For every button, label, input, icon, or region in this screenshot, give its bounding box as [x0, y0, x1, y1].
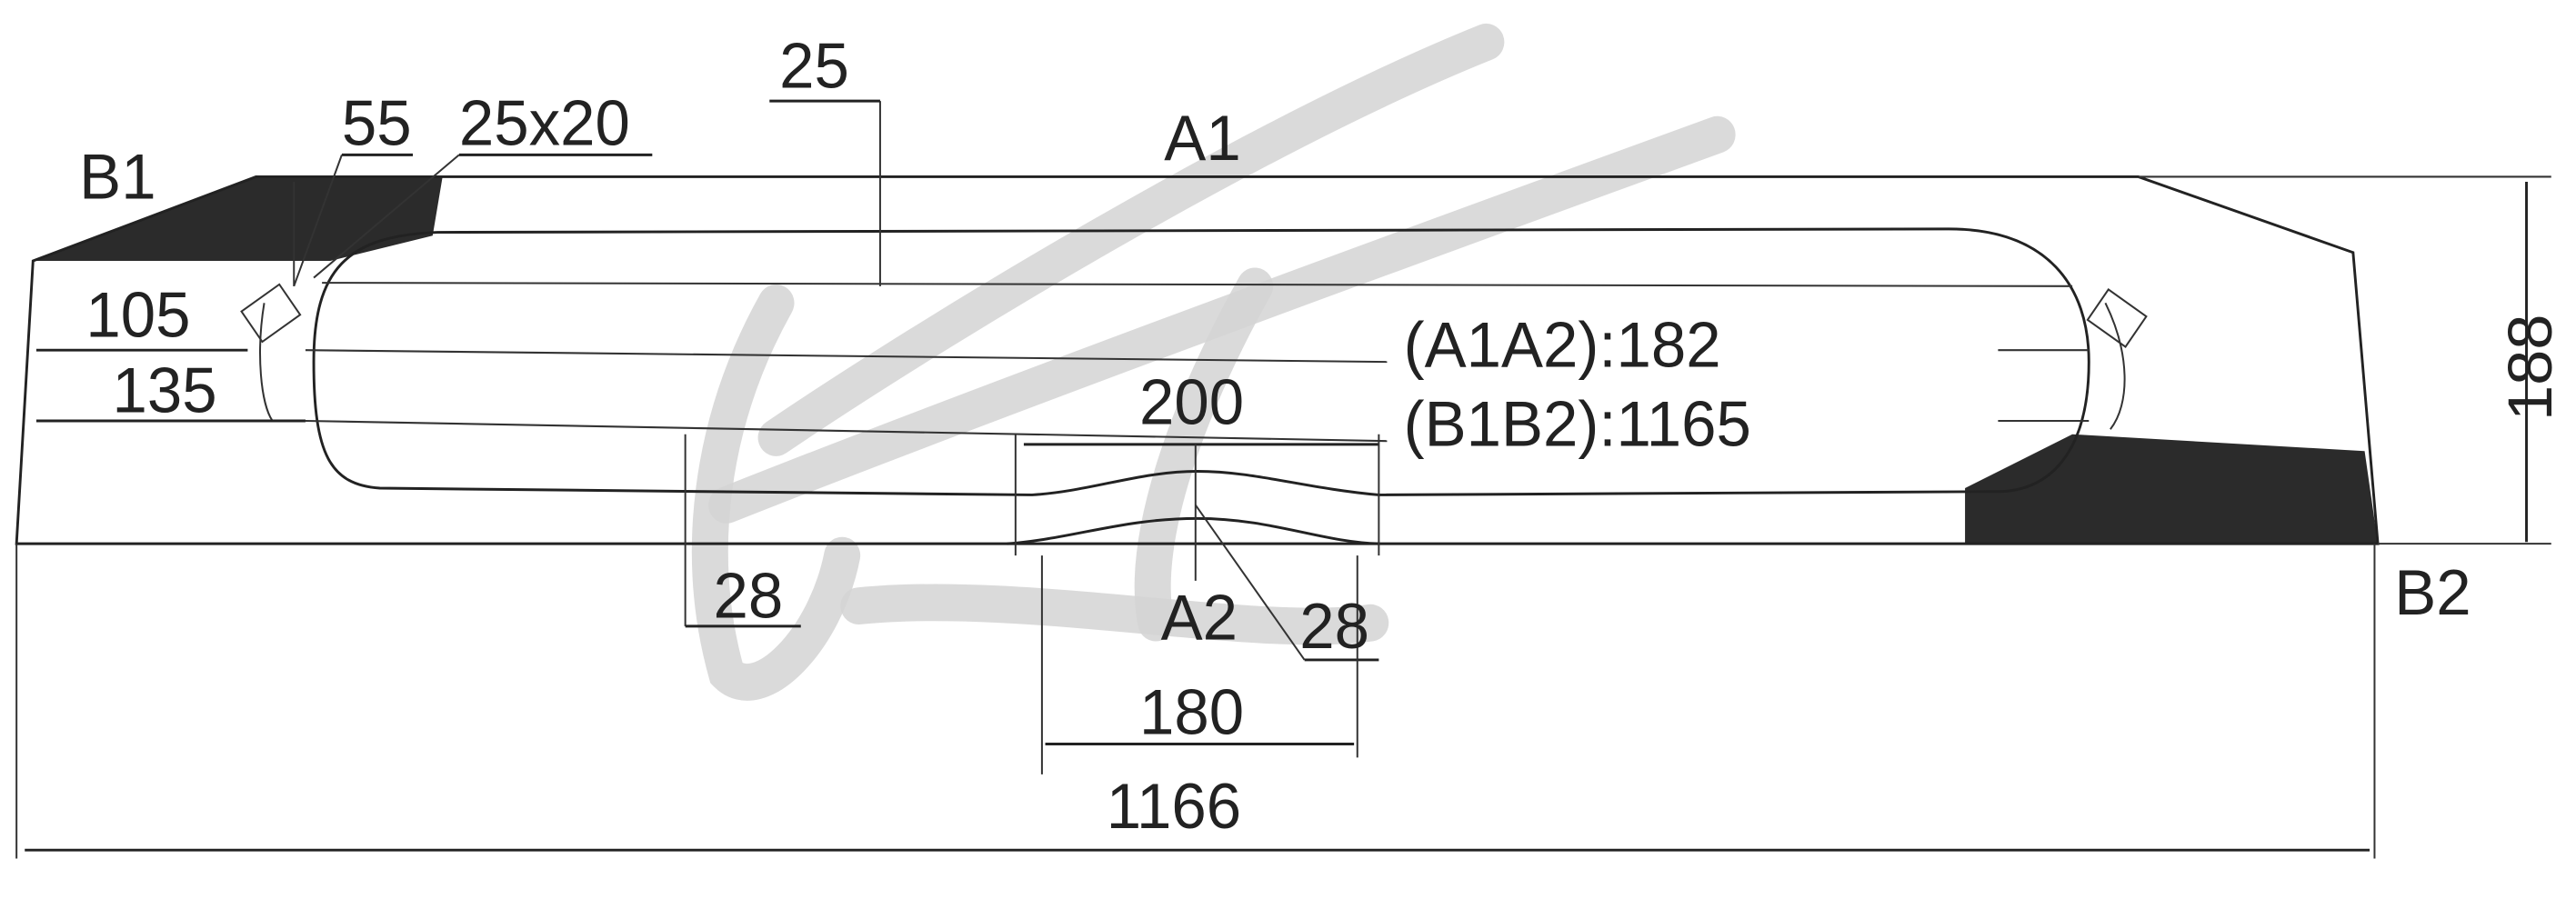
dim-25x20: 25x20: [459, 87, 630, 159]
dim-188: 188: [2494, 315, 2564, 421]
sensor-bracket-left-icon: [240, 283, 302, 344]
label-b2: B2: [2394, 556, 2471, 628]
label-b1: B1: [79, 141, 155, 213]
dim-1166: 1166: [1107, 770, 1241, 842]
dim-28-right: 28: [1299, 590, 1369, 662]
dim-25: 25: [779, 30, 849, 102]
tint-band-top-left: [33, 176, 443, 262]
dim-105: 105: [85, 279, 190, 351]
bottom-edge-bump: [1007, 516, 1379, 545]
label-a2: A2: [1161, 582, 1238, 654]
dim-55: 55: [342, 87, 412, 159]
inner-border: [312, 227, 2090, 496]
dim-28-left: 28: [714, 560, 784, 632]
sensor-bracket-right-icon: [2086, 288, 2148, 348]
dim-200: 200: [1139, 366, 1244, 438]
label-b1b2: (B1B2):1165: [1404, 388, 1751, 460]
label-a1a2: (A1A2):182: [1404, 309, 1721, 381]
dim-135: 135: [112, 355, 216, 426]
dim-180: 180: [1139, 676, 1244, 748]
tint-band-bottom-right: [1965, 434, 2379, 544]
label-a1: A1: [1164, 102, 1240, 174]
dimension-lines: [15, 99, 2551, 859]
heating-lines: [259, 282, 2126, 443]
